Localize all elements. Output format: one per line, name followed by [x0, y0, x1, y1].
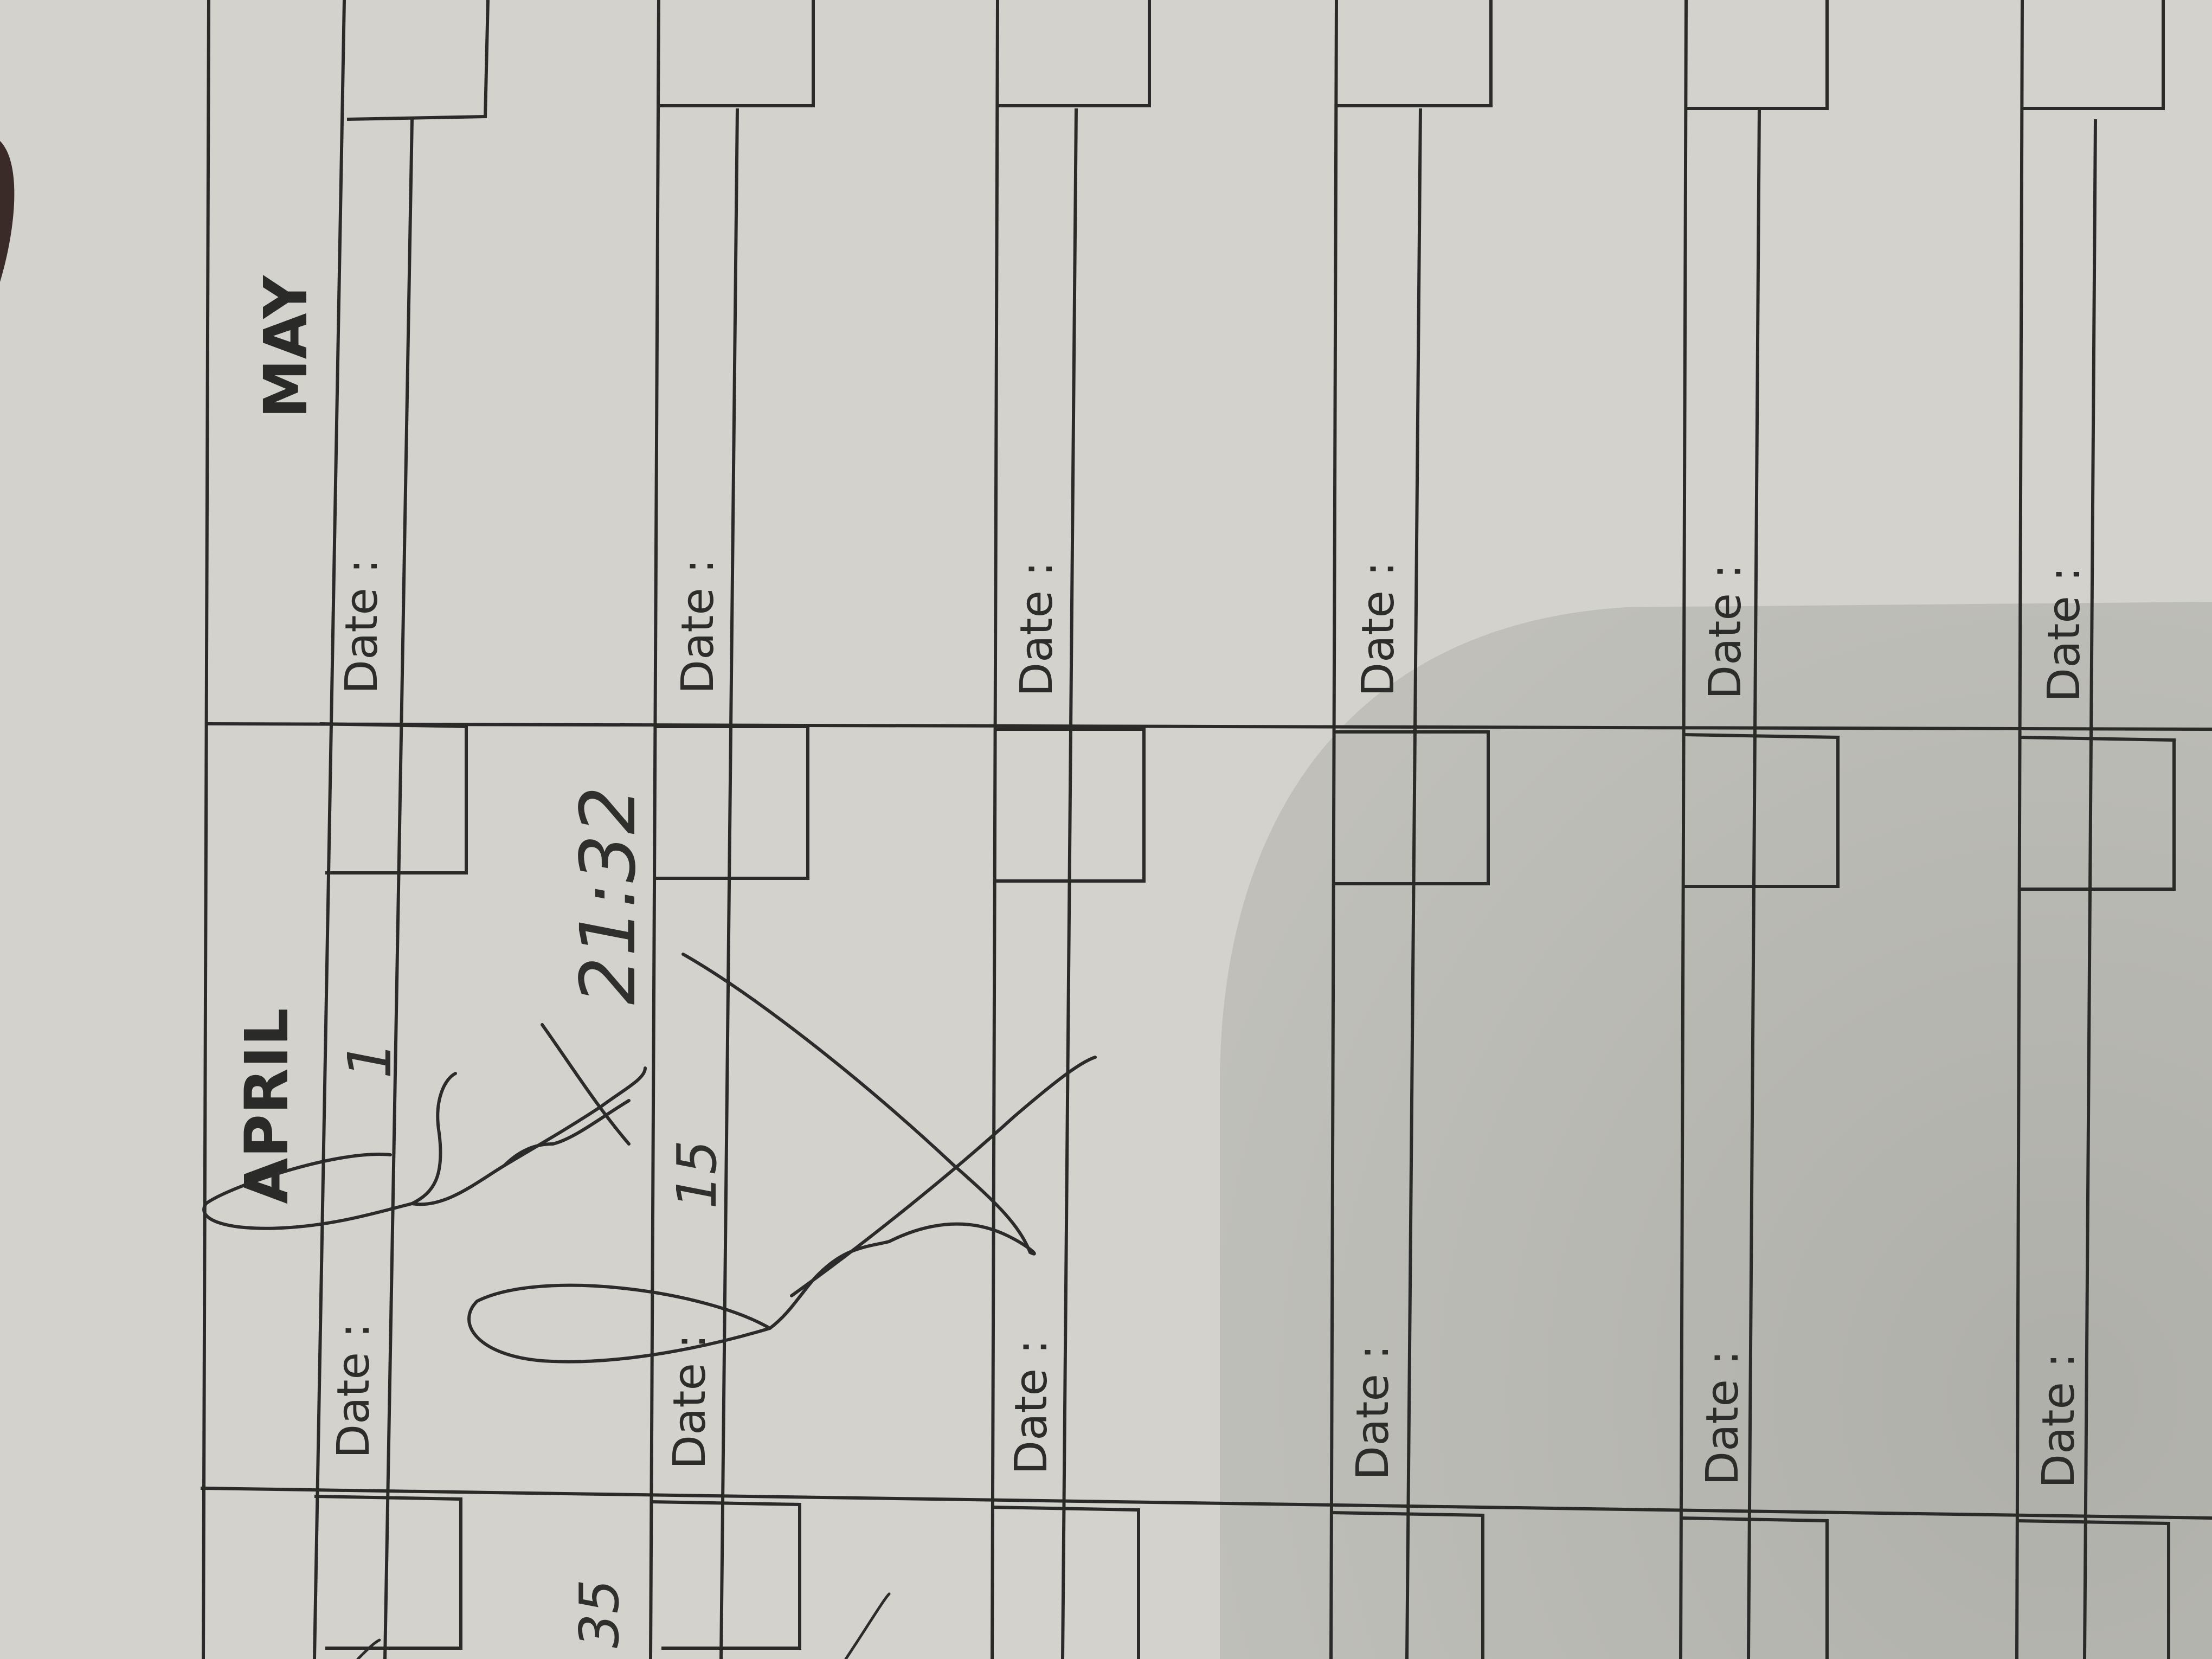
- signature-1: [202, 1023, 647, 1230]
- april-date-label-5: Date :: [1697, 1350, 1748, 1486]
- may-date-label-6: Date :: [2039, 567, 2090, 702]
- month-title-may: MAY: [251, 275, 320, 419]
- may-date-label-2: Date :: [672, 558, 724, 694]
- log-grid: [200, 0, 2212, 1659]
- signature-2: [467, 953, 1097, 1364]
- april-date-label-4: Date :: [1347, 1345, 1399, 1480]
- may-date-label-5: Date :: [1700, 564, 1751, 699]
- april-date-label-2: Date :: [664, 1334, 716, 1469]
- april-date-label-6: Date :: [2033, 1353, 2085, 1488]
- may-date-label-1: Date :: [336, 558, 388, 694]
- left-column-value: 35: [568, 1579, 631, 1648]
- may-date-label-3: Date :: [1011, 561, 1063, 697]
- may-date-label-4: Date :: [1353, 561, 1404, 697]
- handwritten-date-2: 15: [665, 1140, 729, 1209]
- april-date-label-3: Date :: [1006, 1339, 1057, 1475]
- april-date-label-1: Date :: [328, 1323, 380, 1458]
- handwritten-date-1: 1: [335, 1041, 404, 1079]
- background-edge: [0, 141, 15, 282]
- handwritten-time-1: 21:32: [564, 786, 653, 1005]
- left-margin-mark: [356, 1592, 891, 1659]
- hand-shadow: [1220, 602, 2212, 1659]
- month-title-april: APRIL: [232, 1008, 301, 1204]
